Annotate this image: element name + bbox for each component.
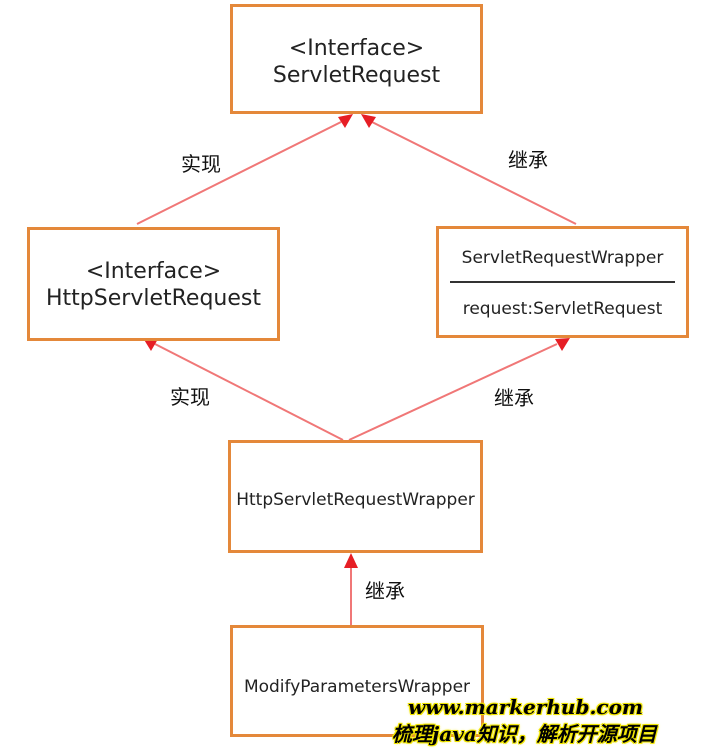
connector-http-request-to-servlet-request (136, 121, 342, 225)
http-servlet-request-wrapper-name: HttpServletRequestWrapper (236, 490, 475, 510)
arrowhead-http-servlet-request-wrapper (344, 553, 358, 568)
watermark-site: www.markerhub.com (408, 695, 644, 719)
servlet-request-interface-box: <Interface> ServletRequest (230, 4, 483, 114)
servlet-request-stereotype: <Interface> (288, 36, 425, 61)
connector-http-wrapper-to-request-wrapper (348, 343, 558, 441)
modify-parameters-wrapper-box: ModifyParametersWrapper (230, 625, 484, 737)
http-servlet-request-name: HttpServletRequest (46, 286, 261, 311)
connector-request-wrapper-to-servlet-request (371, 121, 577, 225)
arrowhead-servlet-request-right (361, 114, 376, 128)
arrowhead-http-servlet-request (143, 338, 158, 351)
modify-parameters-wrapper-name: ModifyParametersWrapper (243, 677, 471, 697)
edge-label-extends-servlet-request: 继承 (508, 148, 548, 172)
http-servlet-request-wrapper-box: HttpServletRequestWrapper (228, 440, 483, 553)
edge-label-extends-http-servlet-request-wrapper: 继承 (365, 579, 405, 603)
watermark-slogan: 梳理java知识，解析开源项目 (392, 722, 657, 746)
servlet-request-wrapper-field: request:ServletRequest (462, 299, 663, 319)
watermark: www.markerhub.com 梳理java知识，解析开源项目 (392, 695, 692, 746)
arrowhead-servlet-request-left (338, 114, 353, 128)
servlet-request-wrapper-name: ServletRequestWrapper (461, 248, 664, 268)
servlet-request-wrapper-box: ServletRequestWrapper request:ServletReq… (436, 226, 689, 338)
http-servlet-request-interface-box: <Interface> HttpServletRequest (27, 227, 280, 341)
edge-label-implements-servlet-request: 实现 (181, 152, 221, 176)
http-servlet-request-stereotype: <Interface> (85, 259, 222, 284)
arrowhead-servlet-request-wrapper (555, 338, 570, 351)
edge-label-extends-servlet-request-wrapper: 继承 (494, 386, 534, 410)
edge-label-implements-http-servlet-request: 实现 (170, 385, 210, 409)
class-divider (450, 281, 675, 283)
connector-http-wrapper-to-http-request (154, 343, 344, 441)
servlet-request-name: ServletRequest (272, 63, 441, 88)
